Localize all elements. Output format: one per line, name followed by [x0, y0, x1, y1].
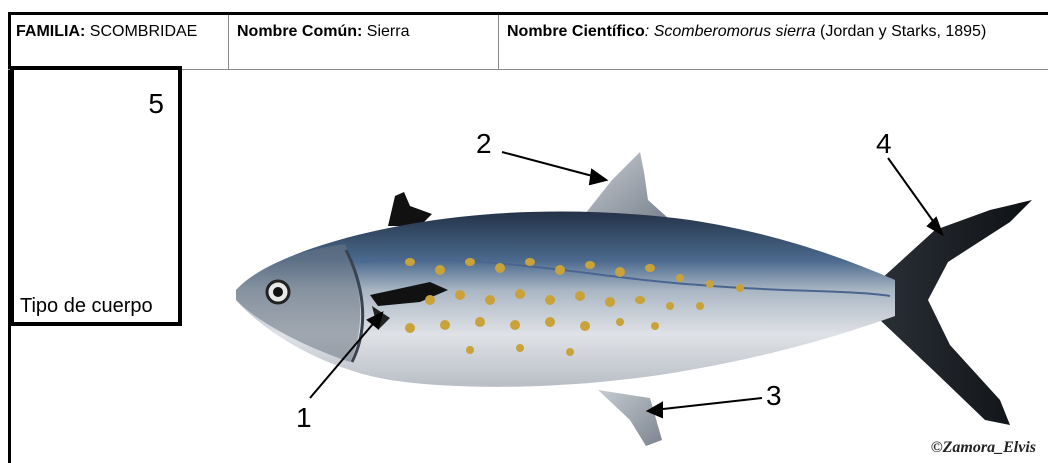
arrow-3 [654, 398, 762, 410]
first-dorsal-fin [388, 192, 432, 226]
label-4: 4 [876, 128, 892, 160]
label-1: 1 [296, 402, 312, 434]
body-type-box: 5 Tipo de cuerpo [10, 66, 182, 326]
caudal-fin [880, 200, 1032, 425]
photo-credit: ©Zamora_Elvis [931, 439, 1036, 457]
anal-fin [598, 390, 662, 446]
label-2: 2 [476, 128, 492, 160]
box-number: 5 [148, 88, 164, 120]
dorsal-fin [585, 152, 668, 218]
box-label: Tipo de cuerpo [20, 295, 153, 318]
arrow-4 [888, 158, 938, 228]
arrow-2 [502, 152, 600, 178]
label-3: 3 [766, 380, 782, 412]
